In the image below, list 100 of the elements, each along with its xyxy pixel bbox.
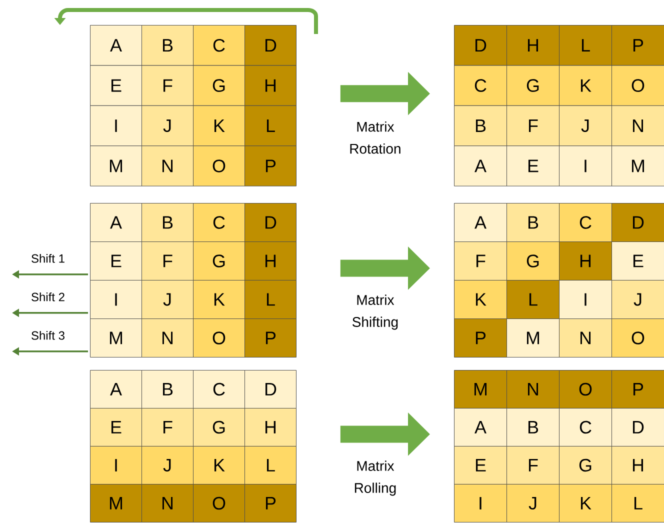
grid-cell: E	[506, 146, 560, 186]
grid-cell: I	[90, 105, 142, 146]
grid-cell: A	[90, 370, 142, 408]
grid-cell: F	[506, 446, 560, 484]
grid-cell: H	[612, 446, 664, 484]
grid-cell: E	[90, 65, 142, 106]
grid-cell: N	[142, 146, 194, 186]
grid-cell: P	[244, 318, 296, 358]
grid-cell: B	[142, 203, 194, 242]
grid-cell: J	[142, 446, 194, 484]
grid-cell: C	[193, 370, 245, 408]
grid-cell: D	[244, 370, 296, 408]
grid-cell: I	[559, 280, 612, 319]
grid-cell: H	[244, 242, 296, 280]
edge-label: Matrix Rotation	[350, 121, 400, 154]
grid-cell: I	[559, 146, 612, 186]
edge-label: Shift 2	[32, 292, 64, 302]
grid-cell: D	[612, 203, 664, 242]
grid-cell: G	[193, 65, 245, 106]
grid-cell: G	[193, 242, 245, 280]
grid-cell: H	[559, 242, 612, 280]
grid-cell: K	[559, 484, 612, 522]
grid-cell: C	[559, 408, 612, 446]
grid-cell: F	[454, 242, 507, 280]
grid-cell: G	[193, 408, 245, 446]
grid-cell: M	[454, 370, 507, 408]
grid-cell: P	[612, 370, 664, 408]
grid-cell: M	[506, 318, 560, 358]
grid-cell: H	[506, 25, 560, 66]
grid-cell: O	[193, 146, 245, 186]
grid-cell: N	[142, 484, 194, 522]
grid-cell: G	[559, 446, 612, 484]
grid-cell: M	[90, 146, 142, 186]
grid-cell: J	[506, 484, 560, 522]
grid-cell: O	[193, 318, 245, 358]
grid-cell: A	[454, 203, 507, 242]
grid-cell: C	[193, 203, 245, 242]
grid-cell: K	[193, 105, 245, 146]
grid-cell: H	[244, 408, 296, 446]
grid-cell: D	[612, 408, 664, 446]
edge-label: Shift 3	[32, 331, 64, 340]
grid-cell: A	[90, 25, 142, 66]
grid-cell: M	[90, 318, 142, 358]
grid-cell: O	[193, 484, 245, 522]
grid-cell: N	[142, 318, 194, 358]
grid-cell: G	[506, 242, 560, 280]
grid-cell: B	[142, 25, 194, 66]
grid-cell: M	[90, 484, 142, 522]
grid-cell: L	[244, 446, 296, 484]
grid-cell: J	[142, 280, 194, 319]
grid-cell: D	[244, 203, 296, 242]
grid-cell: F	[142, 65, 194, 106]
grid-cell: A	[454, 146, 507, 186]
grid-cell: I	[454, 484, 507, 522]
grid-cell: I	[90, 446, 142, 484]
grid-cell: J	[559, 105, 612, 146]
grid-cell: O	[612, 318, 664, 358]
grid-cell: E	[612, 242, 664, 280]
grid-cell: C	[193, 25, 245, 66]
edge-label: Shift 1	[32, 254, 64, 263]
grid-cell: D	[454, 25, 507, 66]
grid-cell: A	[454, 408, 507, 446]
grid-cell: E	[454, 446, 507, 484]
grid-cell: F	[506, 105, 560, 146]
grid-cell: B	[142, 370, 194, 408]
grid-cell: J	[142, 105, 194, 146]
grid-cell: H	[244, 65, 296, 106]
grid-cell: N	[506, 370, 560, 408]
grid-cell: J	[612, 280, 664, 319]
grid-cell: L	[612, 484, 664, 522]
grid-cell: K	[193, 280, 245, 319]
grid-cell: I	[90, 280, 142, 319]
grid-cell: K	[559, 65, 612, 106]
edge-label: Matrix Shifting	[352, 294, 398, 330]
grid-cell: M	[612, 146, 664, 186]
grid-cell: A	[90, 203, 142, 242]
grid-cell: B	[454, 105, 507, 146]
edge-label: Matrix Rolling	[354, 460, 396, 496]
grid-cell: N	[612, 105, 664, 146]
grid-cell: P	[612, 25, 664, 66]
grid-cell: E	[90, 408, 142, 446]
grid-cell: D	[244, 25, 296, 66]
grid-cell: K	[193, 446, 245, 484]
grid-cell: N	[559, 318, 612, 358]
grid-cell: F	[142, 408, 194, 446]
grid-cell: G	[506, 65, 560, 106]
grid-cell: L	[244, 105, 296, 146]
grid-cell: L	[244, 280, 296, 319]
grid-cell: C	[454, 65, 507, 106]
grid-cell: P	[244, 146, 296, 186]
grid-cell: B	[506, 203, 560, 242]
grid-cell: P	[454, 318, 507, 358]
grid-cell: C	[559, 203, 612, 242]
grid-cell: L	[506, 280, 560, 319]
grid-cell: L	[559, 25, 612, 66]
grid-cell: O	[612, 65, 664, 106]
grid-cell: K	[454, 280, 507, 319]
grid-cell: O	[559, 370, 612, 408]
grid-cell: P	[244, 484, 296, 522]
grid-cell: F	[142, 242, 194, 280]
